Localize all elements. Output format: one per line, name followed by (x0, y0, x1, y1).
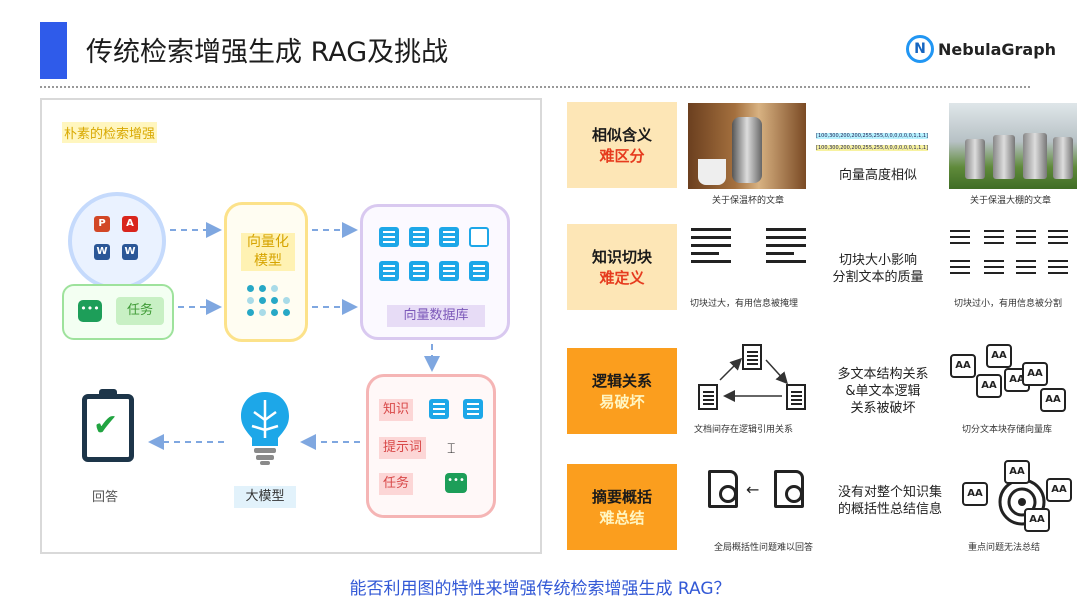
caption: 切块过小，有用信息被分割 (954, 299, 1063, 309)
challenge-subtitle: 难区分 (599, 147, 645, 165)
powerpoint-icon: P (94, 216, 110, 232)
challenge-label-summary: 摘要概括 难总结 (567, 464, 677, 550)
small-chunk-icon (1016, 230, 1036, 248)
dotted-divider (40, 86, 1030, 88)
challenge-label-similar-meaning: 相似含义 难区分 (567, 102, 677, 188)
list-icon (429, 399, 449, 419)
diagram-title: 朴素的检索增强 (62, 122, 158, 143)
list-icon (379, 261, 399, 281)
challenge-title: 摘要概括 (591, 488, 652, 506)
nebulagraph-logo: N NebulaGraph (906, 35, 1056, 63)
document-icon (742, 344, 762, 370)
logic-reference-arrows (719, 357, 789, 402)
challenge-title: 相似含义 (591, 126, 652, 144)
logo-text: NebulaGraph (938, 39, 1057, 59)
task-label: 任务 (116, 297, 164, 325)
vector-string: [100,300,200,200,255,255,0,0,0,0,0,0,1,1… (816, 145, 929, 151)
small-chunk-icon (1048, 230, 1068, 248)
list-icon (409, 227, 429, 247)
list-icon (409, 261, 429, 281)
small-chunk-icon (950, 260, 970, 278)
caption: 关于保温杯的文章 (712, 196, 785, 206)
vector-model-label: 向量化模型 (241, 233, 295, 271)
greenhouse-photo (949, 103, 1077, 189)
list-icon (439, 261, 459, 281)
row-description: 切块大小影响分割文本的质量 (832, 253, 924, 285)
word-icon: W (94, 244, 110, 260)
naive-rag-diagram: 朴素的检索增强 P A W W ••• 任务 向量化模型 (40, 98, 542, 554)
document-search-icon (469, 227, 489, 247)
arrow-left-icon: ← (746, 480, 760, 499)
text-cursor-icon: ⌶ (447, 441, 456, 457)
title-accent-bar (40, 22, 67, 79)
user-task-box: ••• 任务 (62, 284, 174, 340)
text-chunk-icon: AA (1046, 478, 1072, 502)
clipboard-check-icon: ✔ (82, 389, 134, 462)
pdf-icon: A (122, 216, 138, 232)
word-icon: W (122, 244, 138, 260)
small-chunk-icon (984, 260, 1004, 278)
text-chunk-icon: AA (986, 344, 1012, 368)
caption: 切分文本块存储向量库 (962, 425, 1053, 435)
vector-string: [100,300,200,200,255,255,0,0,0,0,0,0,1,1… (816, 133, 929, 139)
task-chip: 任务 (379, 473, 414, 495)
list-icon (439, 227, 459, 247)
caption: 切块过大，有用信息被掩埋 (690, 299, 799, 309)
bottom-question: 能否利用图的特性来增强传统检索增强生成 RAG？ (349, 579, 731, 599)
source-documents: P A W W (68, 192, 166, 290)
vector-db-label: 向量数据库 (387, 305, 485, 327)
text-chunk-icon: AA (1024, 508, 1050, 532)
list-icon (379, 227, 399, 247)
text-chunk-icon: AA (976, 374, 1002, 398)
prompt-assembly: 知识 提示词 ⌶ 任务 ••• (366, 374, 496, 518)
vector-database: 向量数据库 (360, 204, 510, 340)
vectorization-model: 向量化模型 (224, 202, 308, 342)
text-chunk-icon: AA (962, 482, 988, 506)
page-title: 传统检索增强生成 RAG及挑战 (86, 37, 449, 68)
small-chunk-icon (1016, 260, 1036, 278)
challenge-subtitle: 易破坏 (599, 393, 645, 411)
thermos-photo (688, 103, 806, 189)
text-chunk-icon: AA (1022, 362, 1048, 386)
text-chunk-icon: AA (1040, 388, 1066, 412)
chat-bubble-icon: ••• (445, 473, 467, 493)
caption: 文档间存在逻辑引用关系 (694, 425, 794, 435)
document-icon (698, 384, 718, 410)
text-chunk-icon: AA (950, 354, 976, 378)
embedding-dots-icon (247, 285, 290, 325)
llm-label: 大模型 (234, 486, 296, 508)
small-chunk-icon (950, 230, 970, 248)
challenge-label-logic: 逻辑关系 易破坏 (567, 348, 677, 434)
large-chunk-icon (691, 228, 731, 268)
document-icon (786, 384, 806, 410)
document-search-icon (774, 470, 804, 508)
list-icon (463, 399, 483, 419)
row-description: 多文本结构关系&单文本逻辑关系被破坏 (837, 367, 929, 416)
nebulagraph-logo-icon: N (906, 35, 934, 63)
answer-label: 回答 (92, 490, 119, 505)
document-search-icon (708, 470, 738, 508)
large-chunk-icon (766, 228, 806, 268)
caption: 关于保温大棚的文章 (970, 196, 1052, 206)
challenge-title: 知识切块 (591, 248, 652, 266)
small-chunk-icon (1048, 260, 1068, 278)
prompt-chip: 提示词 (379, 437, 427, 459)
small-chunk-icon (984, 230, 1004, 248)
challenge-title: 逻辑关系 (591, 372, 652, 390)
llm-brain-bulb-icon (241, 392, 289, 465)
row-description: 没有对整个知识集的概括性总结信息 (837, 485, 942, 517)
knowledge-chip: 知识 (379, 399, 414, 421)
chat-bubble-icon: ••• (78, 300, 102, 322)
challenge-subtitle: 难定义 (599, 269, 645, 287)
challenge-label-chunking: 知识切块 难定义 (567, 224, 677, 310)
challenge-subtitle: 难总结 (599, 509, 645, 527)
caption: 全局概括性问题难以回答 (714, 543, 814, 553)
flow-arrows (148, 222, 440, 450)
text-chunk-icon: AA (1004, 460, 1030, 484)
caption: 重点问题无法总结 (968, 543, 1041, 553)
row-description: 向量高度相似 (838, 168, 917, 183)
list-icon (469, 261, 489, 281)
